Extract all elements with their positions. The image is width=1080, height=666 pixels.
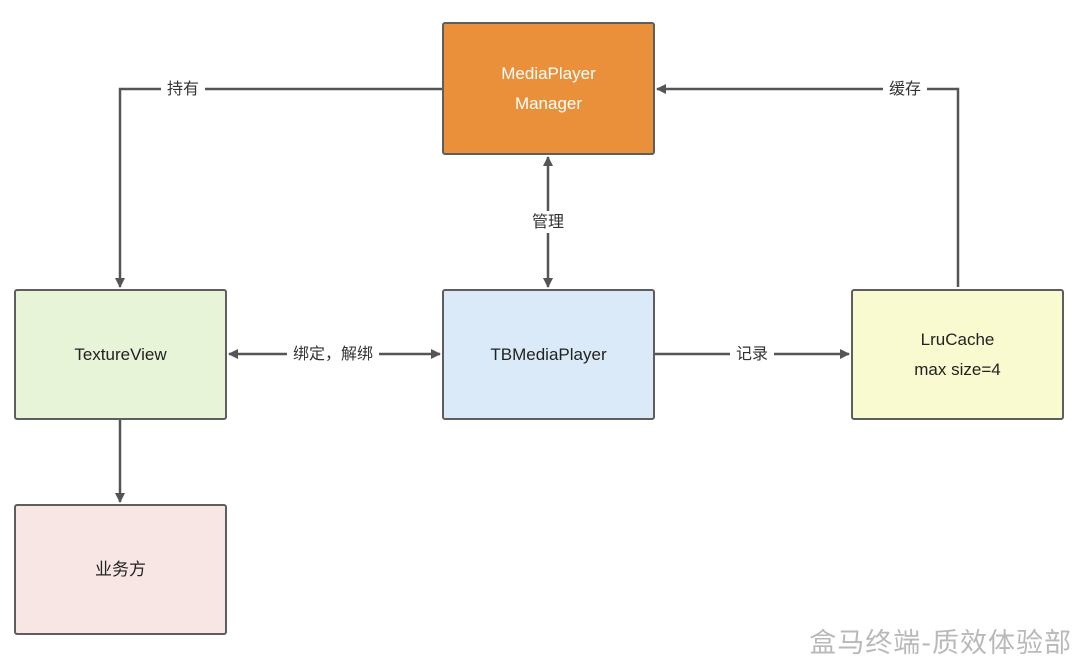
edge-label-record: 记录 <box>729 343 775 365</box>
watermark: 盒马终端-质效体验部 <box>809 628 1072 659</box>
node-textureview: TextureView <box>14 289 227 420</box>
edge-label-bind: 绑定，解绑 <box>286 343 380 365</box>
edge-label-hold: 持有 <box>160 78 206 100</box>
edge-cache <box>656 84 960 287</box>
node-lrucache-line2: max size=4 <box>914 359 1001 379</box>
node-mediaplayer-manager: MediaPlayer Manager <box>442 22 655 155</box>
edge-hold <box>115 87 442 288</box>
node-business: 业务方 <box>14 504 227 635</box>
node-mediaplayer-manager-line2: Manager <box>514 93 583 113</box>
edge-label-manage: 管理 <box>525 211 571 233</box>
edge-label-cache: 缓存 <box>882 78 928 100</box>
node-lrucache: LruCache max size=4 <box>851 289 1064 420</box>
node-textureview-label: TextureView <box>74 344 167 364</box>
node-business-label: 业务方 <box>95 559 146 579</box>
node-lrucache-line1: LruCache <box>920 329 995 349</box>
node-mediaplayer-manager-line1: MediaPlayer <box>501 63 596 83</box>
node-tbmediaplayer-label: TBMediaPlayer <box>490 344 607 364</box>
node-tbmediaplayer: TBMediaPlayer <box>442 289 655 420</box>
